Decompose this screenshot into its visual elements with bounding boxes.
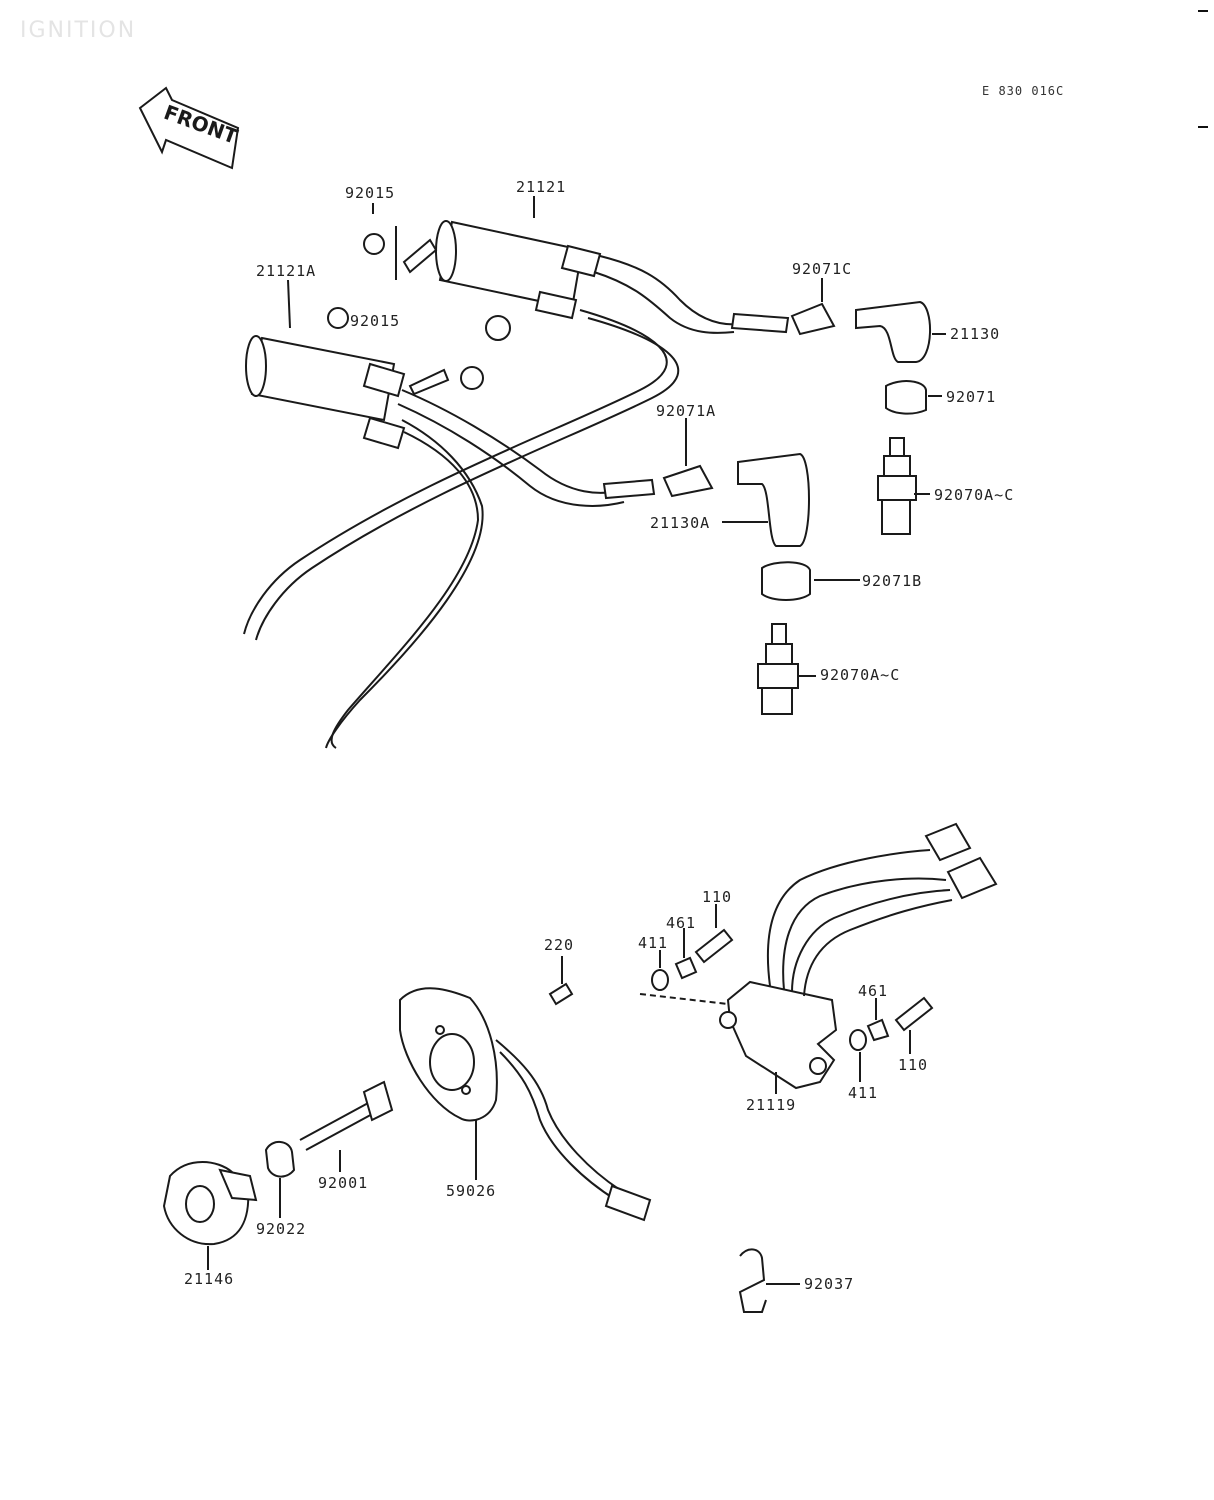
label-92071: 92071 — [946, 388, 997, 406]
label-411-upper: 411 — [638, 934, 669, 952]
washer-461-lower — [866, 1018, 890, 1042]
primary-wire-b — [325, 419, 484, 749]
label-220: 220 — [544, 936, 575, 954]
washer-411-upper — [651, 969, 669, 991]
label-92070-lower: 92070A~C — [820, 666, 901, 684]
label-92022: 92022 — [256, 1220, 307, 1238]
seal-92071 — [885, 380, 927, 415]
stator-plate-59026 — [399, 987, 652, 1222]
ht-lead-lower-edge — [397, 403, 625, 507]
label-461-upper: 461 — [666, 914, 697, 932]
bolt-92001 — [299, 1080, 394, 1151]
plug-cap-21130a — [737, 452, 810, 547]
edge-mark-bottom — [1198, 126, 1208, 128]
edge-mark-top — [1198, 10, 1208, 12]
screw-110-lower — [894, 996, 934, 1032]
spark-plug-lower — [757, 623, 799, 715]
label-92001: 92001 — [318, 1174, 369, 1192]
ht-lead-upper-end — [730, 312, 790, 334]
assembly-line-upper — [639, 993, 729, 1005]
label-461-lower: 461 — [858, 982, 889, 1000]
cap-92071a — [662, 464, 714, 498]
label-21146: 21146 — [184, 1270, 235, 1288]
screw-220 — [548, 982, 574, 1006]
label-92070-upper: 92070A~C — [934, 486, 1015, 504]
leader-21121a — [287, 279, 291, 329]
label-92071c: 92071C — [792, 260, 853, 278]
label-21130a: 21130A — [650, 514, 711, 532]
washer-461-upper — [674, 956, 698, 980]
ht-lead-upper-edge — [593, 271, 735, 334]
primary-wire-a-edge — [255, 317, 680, 641]
label-92015-top: 92015 — [345, 184, 396, 202]
label-411-lower: 411 — [848, 1084, 879, 1102]
rotor-21146 — [162, 1161, 258, 1246]
label-92071b: 92071B — [862, 572, 923, 590]
label-21119: 21119 — [746, 1096, 797, 1114]
screw-110-upper — [694, 928, 734, 964]
label-92037: 92037 — [804, 1275, 855, 1293]
label-21121: 21121 — [516, 178, 567, 196]
washer-92022 — [264, 1141, 296, 1178]
cap-92071c — [790, 302, 836, 336]
ht-lead-upper — [599, 255, 741, 326]
ignition-coil-lower — [245, 307, 484, 450]
seal-92071b — [761, 561, 811, 601]
plug-cap-21130 — [855, 300, 931, 363]
primary-wire-b-edge — [330, 431, 480, 749]
front-arrow-icon: FRONT — [138, 86, 241, 170]
label-92015-side: 92015 — [350, 312, 401, 330]
label-59026: 59026 — [446, 1182, 497, 1200]
label-110-upper: 110 — [702, 888, 733, 906]
label-21121a: 21121A — [256, 262, 317, 280]
page-title: IGNITION — [20, 18, 137, 43]
ignition-coil-upper — [363, 220, 602, 341]
spark-plug-upper — [877, 437, 917, 535]
pickup-coil-21119 — [719, 822, 998, 1090]
ht-lead-lower-end — [602, 478, 656, 500]
washer-411-lower — [849, 1029, 867, 1051]
ht-lead-lower — [401, 389, 623, 494]
label-110-lower: 110 — [898, 1056, 929, 1074]
diagram-code: E 830 016C — [982, 84, 1065, 98]
label-92071a: 92071A — [656, 402, 717, 420]
label-21130: 21130 — [950, 325, 1001, 343]
clamp-92037 — [738, 1248, 767, 1313]
